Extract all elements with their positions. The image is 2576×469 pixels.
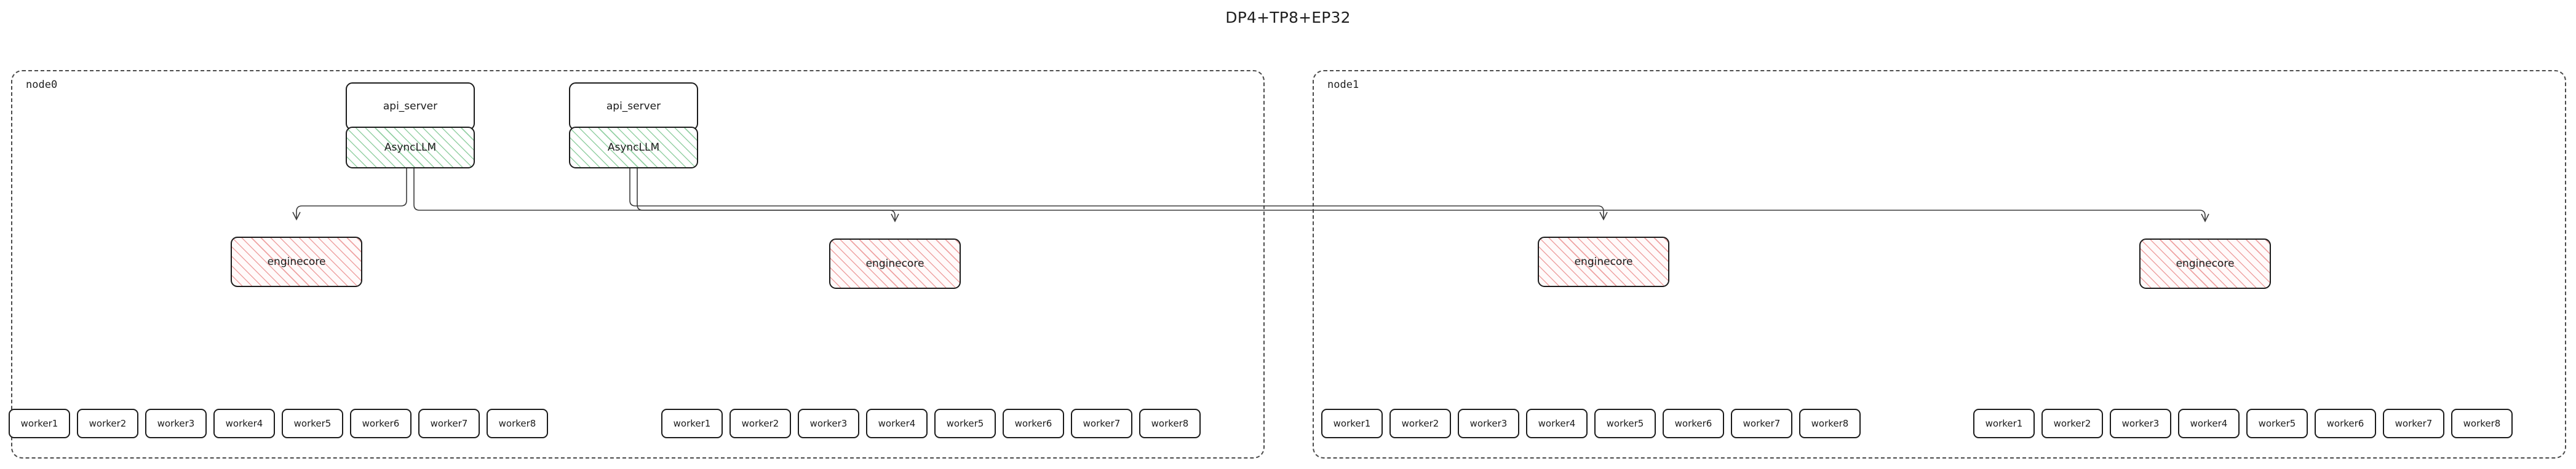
worker-box[interactable]: worker5 bbox=[1594, 409, 1656, 438]
worker-box[interactable]: worker8 bbox=[2451, 409, 2513, 438]
worker-label: worker7 bbox=[1083, 418, 1121, 429]
worker-box[interactable]: worker8 bbox=[487, 409, 548, 438]
worker-box[interactable]: worker1 bbox=[661, 409, 723, 438]
worker-label: worker6 bbox=[1674, 418, 1712, 429]
worker-box[interactable]: worker6 bbox=[2315, 409, 2376, 438]
worker-box[interactable]: worker8 bbox=[1799, 409, 1861, 438]
worker-label: worker2 bbox=[2053, 418, 2091, 429]
worker-label: worker6 bbox=[362, 418, 400, 429]
asyncllm-box[interactable]: AsyncLLM bbox=[569, 127, 698, 168]
worker-label: worker5 bbox=[293, 418, 332, 429]
enginecore-box[interactable]: enginecore bbox=[829, 238, 961, 289]
worker-box[interactable]: worker3 bbox=[1458, 409, 1519, 438]
node-cluster-node1: node1 bbox=[1313, 70, 2566, 459]
node-cluster-node0: node0 bbox=[11, 70, 1265, 459]
enginecore-box[interactable]: enginecore bbox=[231, 237, 362, 287]
worker-label: worker7 bbox=[430, 418, 468, 429]
worker-label: worker3 bbox=[809, 418, 848, 429]
worker-label: worker5 bbox=[2258, 418, 2296, 429]
worker-box[interactable]: worker4 bbox=[213, 409, 275, 438]
worker-box[interactable]: worker2 bbox=[2041, 409, 2103, 438]
worker-label: worker8 bbox=[1811, 418, 1849, 429]
worker-box[interactable]: worker7 bbox=[1731, 409, 1792, 438]
enginecore-box[interactable]: enginecore bbox=[1538, 237, 1669, 287]
worker-box[interactable]: worker5 bbox=[282, 409, 343, 438]
node-cluster-label: node1 bbox=[1327, 79, 1359, 91]
api-server-label: api_server bbox=[606, 100, 661, 112]
worker-label: worker1 bbox=[1333, 418, 1371, 429]
worker-box[interactable]: worker1 bbox=[1973, 409, 2035, 438]
worker-label: worker1 bbox=[20, 418, 58, 429]
worker-box[interactable]: worker6 bbox=[1003, 409, 1064, 438]
worker-box[interactable]: worker2 bbox=[729, 409, 791, 438]
worker-label: worker4 bbox=[1538, 418, 1576, 429]
worker-label: worker2 bbox=[89, 418, 127, 429]
enginecore-label: enginecore bbox=[1574, 256, 1633, 268]
worker-box[interactable]: worker7 bbox=[418, 409, 480, 438]
api-server-box[interactable]: api_server bbox=[346, 82, 475, 130]
worker-label: worker5 bbox=[946, 418, 984, 429]
worker-label: worker8 bbox=[1151, 418, 1189, 429]
node-cluster-label: node0 bbox=[26, 79, 58, 91]
enginecore-label: enginecore bbox=[865, 258, 924, 270]
worker-box[interactable]: worker3 bbox=[798, 409, 859, 438]
worker-label: worker2 bbox=[741, 418, 779, 429]
worker-label: worker7 bbox=[2395, 418, 2433, 429]
worker-box[interactable]: worker2 bbox=[1389, 409, 1451, 438]
worker-box[interactable]: worker8 bbox=[1139, 409, 1201, 438]
api-server-box[interactable]: api_server bbox=[569, 82, 698, 130]
enginecore-label: enginecore bbox=[267, 256, 326, 268]
worker-label: worker4 bbox=[225, 418, 263, 429]
worker-label: worker1 bbox=[673, 418, 711, 429]
asyncllm-label: AsyncLLM bbox=[607, 141, 660, 154]
worker-box[interactable]: worker6 bbox=[1663, 409, 1724, 438]
asyncllm-box[interactable]: AsyncLLM bbox=[346, 127, 475, 168]
worker-label: worker6 bbox=[1014, 418, 1052, 429]
worker-label: worker4 bbox=[878, 418, 916, 429]
worker-box[interactable]: worker7 bbox=[2383, 409, 2444, 438]
worker-box[interactable]: worker4 bbox=[866, 409, 928, 438]
worker-box[interactable]: worker5 bbox=[934, 409, 996, 438]
worker-label: worker3 bbox=[157, 418, 195, 429]
worker-box[interactable]: worker4 bbox=[2178, 409, 2240, 438]
worker-label: worker3 bbox=[1469, 418, 1508, 429]
api-server-label: api_server bbox=[383, 100, 438, 112]
enginecore-box[interactable]: enginecore bbox=[2139, 238, 2271, 289]
worker-box[interactable]: worker2 bbox=[77, 409, 138, 438]
worker-box[interactable]: worker7 bbox=[1071, 409, 1132, 438]
worker-label: worker4 bbox=[2190, 418, 2228, 429]
worker-box[interactable]: worker1 bbox=[1321, 409, 1383, 438]
worker-box[interactable]: worker3 bbox=[145, 409, 207, 438]
worker-label: worker2 bbox=[1401, 418, 1439, 429]
worker-label: worker6 bbox=[2326, 418, 2364, 429]
worker-label: worker5 bbox=[1606, 418, 1644, 429]
worker-label: worker8 bbox=[2463, 418, 2501, 429]
worker-box[interactable]: worker6 bbox=[350, 409, 411, 438]
worker-box[interactable]: worker1 bbox=[9, 409, 70, 438]
worker-box[interactable]: worker5 bbox=[2246, 409, 2308, 438]
enginecore-label: enginecore bbox=[2176, 258, 2235, 270]
worker-box[interactable]: worker4 bbox=[1526, 409, 1588, 438]
page-title: DP4+TP8+EP32 bbox=[1225, 9, 1351, 26]
worker-box[interactable]: worker3 bbox=[2110, 409, 2171, 438]
worker-label: worker1 bbox=[1985, 418, 2023, 429]
worker-label: worker3 bbox=[2121, 418, 2160, 429]
worker-label: worker7 bbox=[1743, 418, 1781, 429]
asyncllm-label: AsyncLLM bbox=[384, 141, 437, 154]
worker-label: worker8 bbox=[498, 418, 536, 429]
